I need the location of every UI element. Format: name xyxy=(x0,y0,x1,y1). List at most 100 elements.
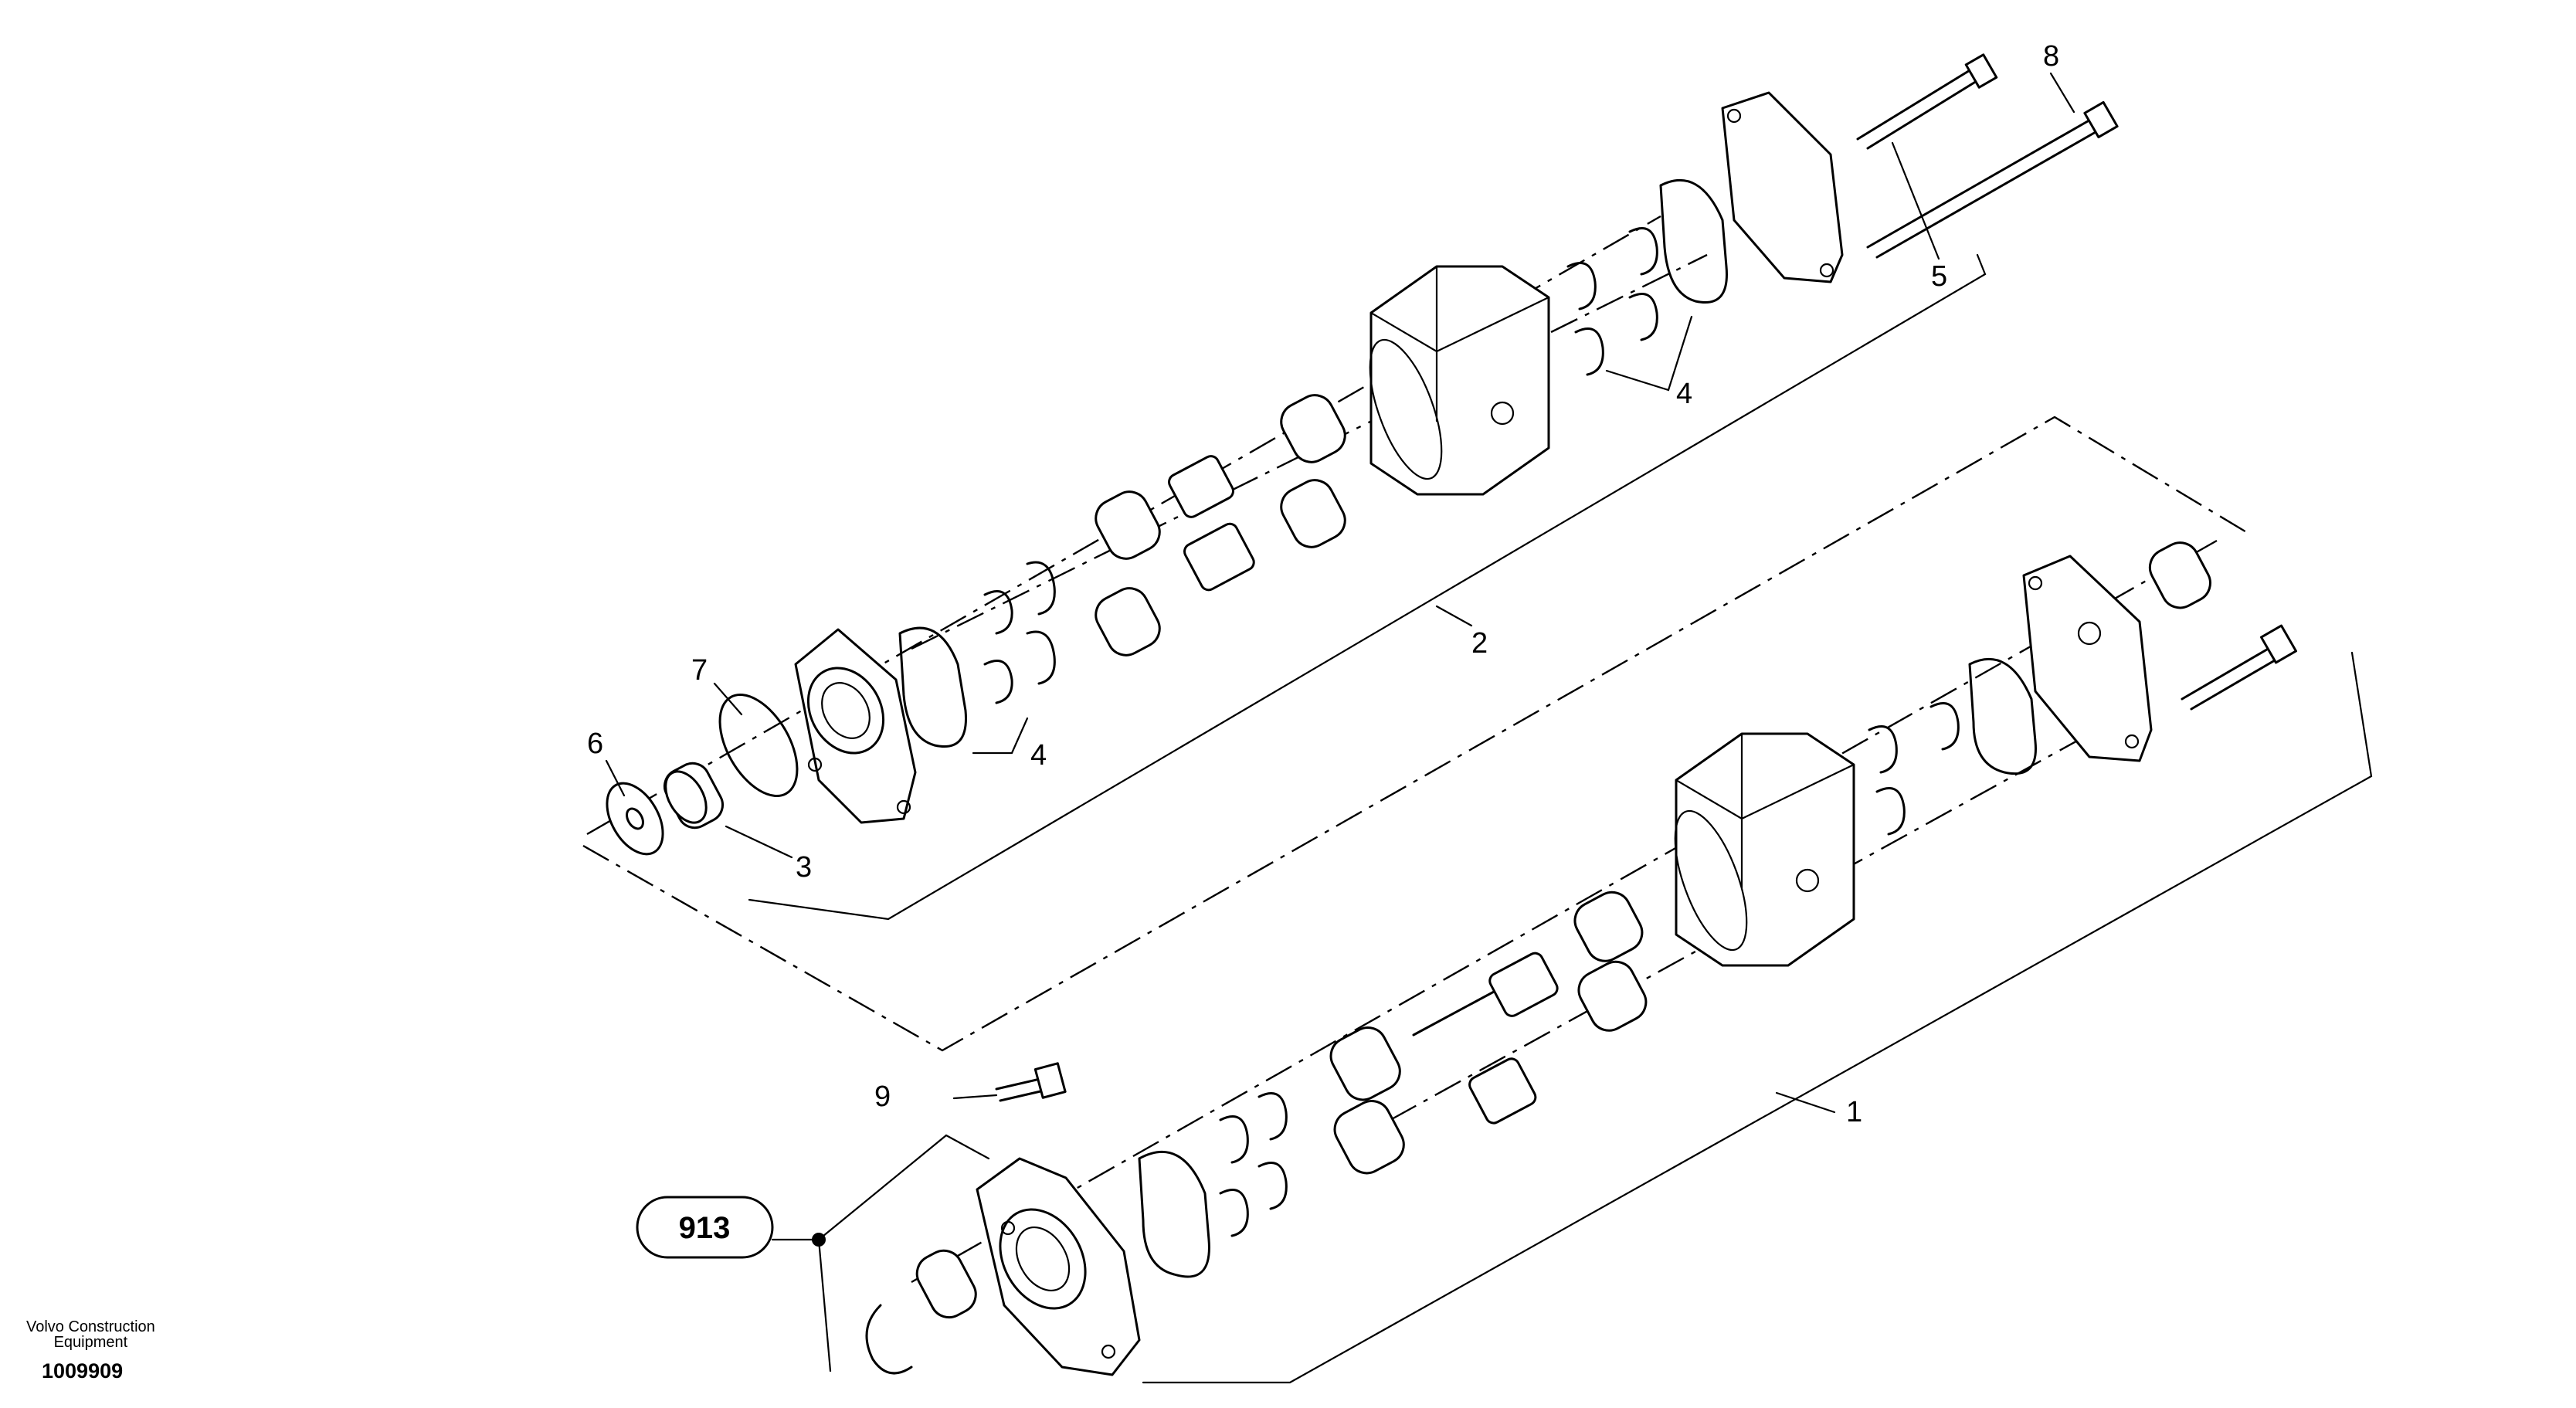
gear-housing-part xyxy=(1369,265,1550,496)
reference-badge-outline xyxy=(636,1196,774,1259)
long-bolt-part xyxy=(1866,73,1988,150)
item-2-bracket xyxy=(748,253,1987,921)
retaining-ring-part xyxy=(1219,1189,1249,1237)
bolt-head xyxy=(1033,1062,1067,1099)
rear-bearing-part xyxy=(2148,541,2211,609)
callout-labels: 1 2 3 4 4 5 6 7 8 9 xyxy=(587,40,2059,1128)
lower-housing-cavity xyxy=(1674,809,1748,952)
dashed-envelope xyxy=(582,416,2248,1052)
lower-rear-gasket-part xyxy=(1968,657,2037,775)
retaining-ring-part xyxy=(1257,1092,1288,1141)
leader-6 xyxy=(605,759,626,797)
callout-9: 9 xyxy=(874,1081,891,1113)
reference-lines xyxy=(582,72,2373,1384)
flange-bolt-hole xyxy=(896,799,911,815)
retaining-ring-part xyxy=(1026,561,1056,616)
long-bolt-head xyxy=(2083,100,2119,139)
leader-2 xyxy=(1435,605,1473,627)
retaining-ring-part xyxy=(1929,702,1960,751)
callout-4-upper: 4 xyxy=(1676,378,1692,410)
retaining-ring-part xyxy=(1566,262,1597,310)
cap-screw-part xyxy=(2190,653,2286,711)
flange-bolt-hole xyxy=(1101,1344,1116,1359)
ref-913-dot xyxy=(812,1233,826,1247)
retaining-ring-part xyxy=(1219,1115,1249,1164)
callout-6: 6 xyxy=(587,728,603,760)
callout-7: 7 xyxy=(691,654,708,687)
leader-3 xyxy=(725,825,793,859)
callout-4-lower: 4 xyxy=(1030,739,1047,772)
upper-pump-assembly xyxy=(586,53,2119,856)
bushing-part xyxy=(1280,394,1346,463)
drive-gear-part xyxy=(1168,455,1234,518)
cover-bolt-hole xyxy=(1819,263,1834,278)
footer-company-line1: Volvo Construction xyxy=(26,1318,155,1335)
lower-flange-bore-inner xyxy=(1015,1226,1071,1292)
leader-5 xyxy=(1891,141,1940,260)
long-bolt-part xyxy=(1856,64,1979,141)
callout-2: 2 xyxy=(1471,627,1488,660)
cover-bolt-hole xyxy=(2124,734,2140,749)
cap-screw-head xyxy=(2260,624,2297,664)
gear-housing-cavity xyxy=(1369,338,1443,480)
housing-port xyxy=(1490,401,1515,426)
lower-gear-housing-edge xyxy=(1675,732,1855,890)
rear-cover-part xyxy=(1721,91,1844,283)
retaining-ring-part xyxy=(1257,1162,1288,1210)
callout-8: 8 xyxy=(2043,40,2059,73)
retaining-ring-part xyxy=(1875,787,1906,836)
footer-company-line2: Equipment xyxy=(53,1334,128,1351)
cap-screw-part xyxy=(2181,643,2276,701)
gasket-part xyxy=(898,626,967,748)
leader-4-upper xyxy=(1605,315,1693,392)
lower-pump-assembly xyxy=(865,539,2297,1376)
ref-913-leader-down xyxy=(817,1238,832,1372)
seal-ring-face xyxy=(664,770,708,824)
footer-credit: Volvo Construction Equipment 1009909 xyxy=(26,1319,155,1382)
long-bolt-part xyxy=(1866,114,2099,249)
long-bolt-part xyxy=(1875,124,2108,259)
leader-9 xyxy=(952,1094,998,1100)
callout-3: 3 xyxy=(796,851,812,884)
retaining-ring-part xyxy=(1026,630,1056,685)
bushing-part xyxy=(1095,587,1161,657)
flange-bolt-hole xyxy=(807,757,823,772)
retaining-ring-part xyxy=(1574,327,1604,376)
footer-drawing-number: 1009909 xyxy=(42,1359,124,1383)
item-1-bracket xyxy=(1142,651,2373,1384)
lower-shaft-axis xyxy=(911,539,2218,1284)
lower-gear-housing-part xyxy=(1675,732,1855,967)
reference-badge-label: 913 xyxy=(679,1211,731,1245)
leader-8 xyxy=(2049,72,2075,114)
bearing-part xyxy=(915,1249,977,1319)
cover-bolt-hole xyxy=(1726,108,1742,124)
lower-rear-cover-part xyxy=(2022,555,2153,762)
flange-bolt-hole xyxy=(1000,1220,1016,1236)
leader-4-lower xyxy=(972,717,1029,755)
bushing-part xyxy=(1095,490,1161,560)
bushing-part xyxy=(1329,1026,1401,1101)
leader-7 xyxy=(713,682,743,716)
leader-1 xyxy=(1775,1091,1836,1114)
gear-housing-edge xyxy=(1369,265,1550,422)
housing-port xyxy=(1795,868,1820,893)
retaining-ring-part xyxy=(1628,227,1658,276)
o-ring-part xyxy=(718,694,799,797)
callout-5: 5 xyxy=(1931,260,1947,293)
cover-bore xyxy=(2077,621,2102,646)
rear-gasket-part xyxy=(1659,178,1728,304)
bushing-part xyxy=(1577,960,1648,1032)
washer-hole xyxy=(626,807,644,830)
snap-ring-part xyxy=(865,1304,913,1375)
drive-gear-part xyxy=(1488,952,1559,1017)
driven-gear-part xyxy=(1468,1057,1537,1125)
lower-gasket-part xyxy=(1138,1151,1210,1278)
long-bolt-head xyxy=(1964,53,1998,89)
retaining-ring-part xyxy=(983,660,1013,704)
retaining-ring-part xyxy=(983,590,1013,635)
cover-bolt-hole xyxy=(2028,575,2043,591)
bushing-part xyxy=(1280,479,1346,548)
reference-badge-913[interactable]: 913 xyxy=(636,1196,774,1259)
